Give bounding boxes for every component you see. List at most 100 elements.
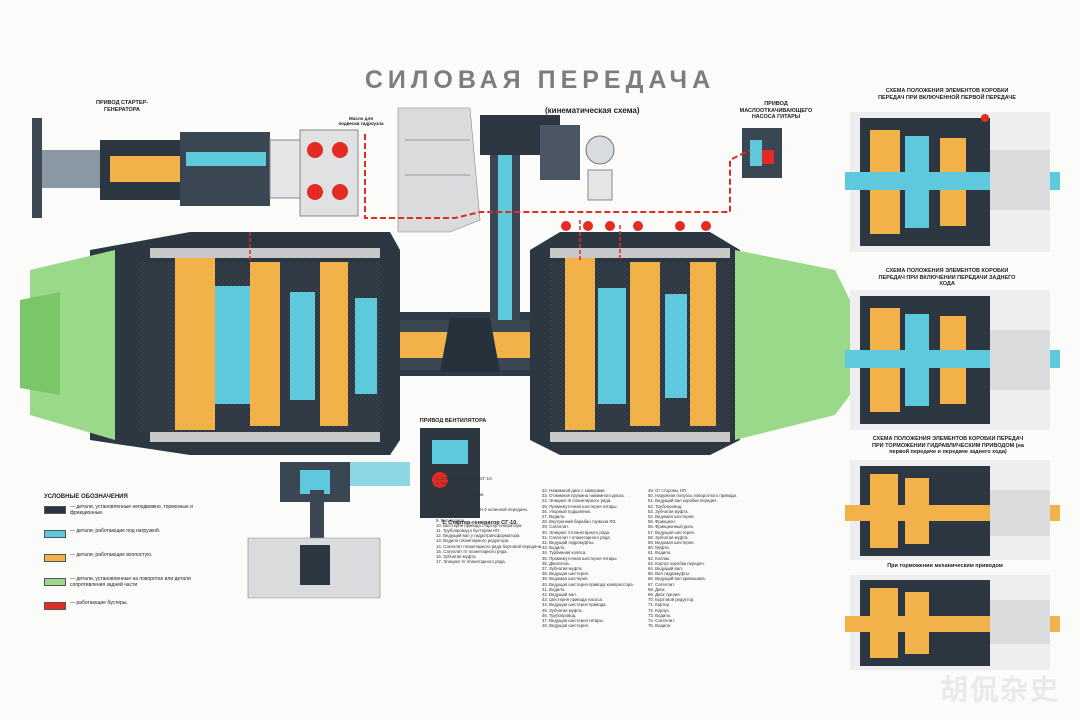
parts-list-item: 67. Сателлит.	[648, 581, 675, 587]
parts-list-item: 5. Гусеница.	[436, 496, 461, 502]
parts-list-item: 22. Нажимной диск с камерами.	[542, 488, 606, 493]
parts-list-item: 61. Водило.	[648, 550, 672, 556]
parts-list-item: 16. Зубчатая муфта.	[436, 554, 477, 560]
parts-list-item: 11. Трубопровод к бустерам НП.	[436, 528, 501, 534]
legend: УСЛОВНЫЕ ОБОЗНАЧЕНИЯ — детали, установле…	[44, 494, 214, 624]
watermark: 胡侃杂史	[939, 673, 1060, 706]
fan-drive	[247, 428, 480, 599]
parts-list-item: 26. Упорный подшипник.	[542, 508, 592, 514]
parts-list-item: 33. Водило.	[542, 545, 566, 551]
booster-line	[364, 134, 751, 219]
parts-list-item: 37. Зубчатая муфта.	[542, 566, 583, 572]
scheme-first-gear-label: СХЕМА ПОЛОЖЕНИЯ ЭЛЕМЕНТОВ КОРОБКИ ПЕРЕДА…	[878, 88, 1016, 101]
legend-items: — детали, установленные неподвижно, торм…	[44, 504, 214, 624]
legend-text: — детали, установленные неподвижно, торм…	[70, 504, 193, 516]
page-title: СИЛОВАЯ ПЕРЕДАЧА	[364, 66, 716, 94]
parts-list-item: 50. Наружная полуось поворотного привода…	[648, 493, 738, 499]
parts-list-item: 36. Двигатель.	[542, 560, 571, 566]
parts-list-item: 75. Водило.	[648, 623, 672, 629]
parts-list-item: 54. Ведомая шестерня.	[648, 514, 695, 520]
kinematic-label: (кинематическая схема)	[545, 106, 640, 115]
starter-small-label: 1. Стартер-генератор СГ-10.	[442, 520, 518, 526]
legend-text: — детали, установленные на поворотах или…	[70, 576, 191, 588]
parts-list-item: 34. Турбинная колёса.	[542, 550, 587, 556]
legend-text: — работающие бустеры.	[70, 600, 128, 606]
parts-list-item: 12. Ведущий вал у гидротрансформатора.	[436, 533, 521, 539]
parts-list-item: 52. Трубопровод.	[648, 503, 683, 509]
central-coupling	[400, 318, 530, 372]
scheme-mechanical-brake-label: При торможении механическим приводом	[887, 563, 1003, 569]
parts-list-item: 3. Зубчатая муфта	[436, 486, 474, 492]
legend-swatch	[44, 506, 66, 514]
parts-list-col1: 1. Стартер-генератор СГ-10. 2. Торсион.3.…	[436, 476, 542, 564]
engine-block	[397, 107, 481, 233]
parts-list-item: 30. Эпицикл II планетарного ряда.	[542, 529, 611, 535]
parts-list-item: 42. Ведущий вал.	[542, 592, 577, 598]
starter-drive-label: ПРИВОД СТАРТЕР-ГЕНЕРАТОРА	[95, 100, 148, 113]
parts-list-item: 4. Солнечная шестерня.	[436, 491, 485, 497]
scheme-first-gear	[845, 112, 1060, 252]
legend-text: — детали, работающие вхолостую.	[70, 552, 153, 558]
booster-indicators	[561, 221, 711, 231]
parts-list-item: 64. Ведущий вал.	[648, 566, 683, 572]
parts-list-item: 41. Водило.	[542, 586, 566, 592]
scheme-mechanical-brake	[845, 575, 1060, 670]
parts-list-item: 59. Ведомая шестерня.	[648, 540, 695, 546]
parts-list-item: 73. Водило.	[648, 612, 672, 618]
parts-list-item: 69. Диск трения.	[648, 592, 681, 598]
parts-list-item: 39. Ведомая шестерня.	[542, 576, 589, 582]
parts-list-item: 38. Ведущая шестерня.	[542, 571, 590, 577]
parts-list-item: 8. Втулка Д-20.	[436, 512, 466, 518]
legend-swatch	[44, 602, 66, 610]
parts-list-item: 31. Сателлит I планетарного ряда.	[542, 534, 611, 540]
oil-note-label: Масло для подвески гидроузла	[338, 116, 384, 126]
scheme-reverse-label: СХЕМА ПОЛОЖЕНИЯ ЭЛЕМЕНТОВ КОРОБКИ ПЕРЕДА…	[878, 268, 1016, 287]
right-green-hub	[735, 250, 850, 440]
parts-list-item: 62. Колпак.	[648, 555, 671, 561]
legend-item: — детали, работающие вхолостую.	[44, 552, 214, 576]
parts-list-item: 68. Диск.	[648, 586, 666, 592]
parts-list-item: 29. Сателлит.	[542, 524, 569, 530]
parts-list-item: 55. Фрикцион.	[648, 519, 676, 525]
legend-item: — детали, установленные неподвижно, торм…	[44, 504, 214, 528]
parts-list-col2: 22. Нажимной диск с камерами.23. Отжимна…	[542, 488, 634, 628]
parts-list-item: 53. Зубчатая муфта.	[648, 508, 689, 514]
legend-swatch	[44, 530, 66, 538]
left-gearbox	[20, 232, 400, 455]
parts-list-col3: 49. От стороны НП.50. Наружная полуось п…	[648, 488, 737, 628]
parts-list-item: 40. Ведущая шестерня привода компрессора…	[542, 581, 634, 587]
starter-generator-drive	[32, 118, 359, 218]
parts-list-item: 57. Ведущая шестерня.	[648, 529, 696, 535]
oil-pump-drive	[742, 128, 782, 178]
parts-list-item: 6. Сальник.	[436, 502, 459, 508]
parts-list-item: 56. Фрикционный диск.	[648, 524, 694, 530]
parts-list-item: 2. Торсион.	[436, 481, 459, 487]
parts-list-item: 32. Ведущий гидромуфты.	[542, 540, 595, 546]
parts-list-item: 58. Зубчатая муфта.	[648, 534, 689, 540]
parts-list-item: 66. Ведущий вал кривошипа.	[648, 576, 706, 582]
parts-list-item: 51. Ведущий вал коробки передач.	[648, 498, 718, 504]
parts-list-item: 10. Шестерня привода стартер-генератора.	[436, 522, 523, 528]
legend-swatch	[44, 578, 66, 586]
parts-list-item: 15. Сателлит IV планетарного ряда.	[436, 548, 508, 554]
legend-title: УСЛОВНЫЕ ОБОЗНАЧЕНИЯ	[44, 494, 128, 500]
parts-list-item: 48. Ведущая шестерня.	[542, 623, 590, 629]
parts-list-item: 44. Ведущая шестерня привода.	[542, 602, 607, 608]
scheme-hydraulic-brake	[845, 460, 1060, 560]
parts-list-item: 60. Муфта.	[648, 545, 670, 551]
legend-item: — детали, установленные на поворотах или…	[44, 576, 214, 600]
fan-drive-label: ПРИВОД ВЕНТИЛЯТОРА	[419, 418, 487, 424]
parts-list-item: 65. Вал гидромуфты.	[648, 571, 691, 577]
parts-list-item: 9. Вал водила.	[436, 517, 466, 523]
parts-list-item: 63. Корпус коробки передач.	[648, 560, 705, 566]
parts-list-item: 14. Сателлит планетарного ряда бортовой …	[436, 543, 543, 549]
parts-list-item: 47. Ведущая шестерня гитары.	[542, 618, 604, 624]
parts-list-item: 7. Трубопровод от МЭН-2 коленной передач…	[436, 507, 529, 513]
parts-list-item: 35. Промежуточная шестерня гитары.	[542, 555, 618, 561]
parts-list-item: 27. Водило.	[542, 514, 566, 520]
parts-list-item: 17. Эпицикл IV планетарного ряда.	[436, 559, 506, 565]
parts-list-item: 46. Трубопровод.	[542, 612, 577, 618]
right-gearbox	[530, 232, 850, 455]
parts-list-item: 45. Зубчатая муфта.	[542, 607, 583, 613]
